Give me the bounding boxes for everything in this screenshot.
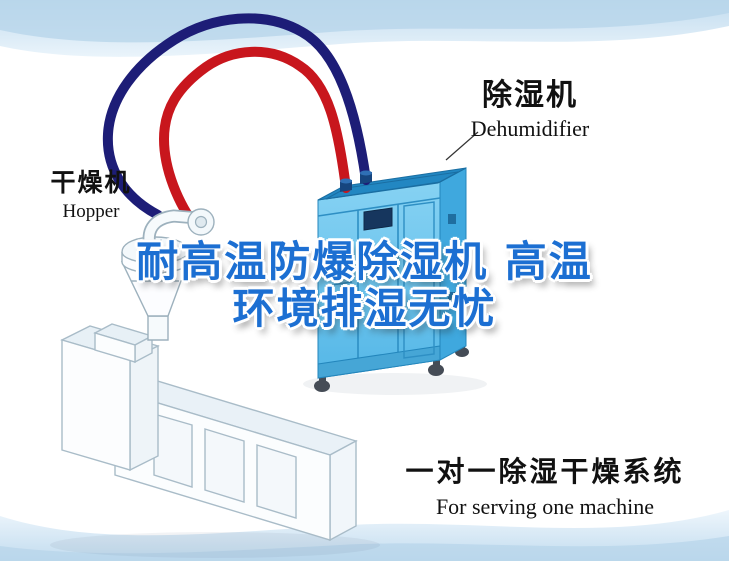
machine-panel xyxy=(153,413,193,488)
extruder-machine xyxy=(60,323,358,542)
control-display xyxy=(363,207,393,231)
blower-hub xyxy=(194,215,208,229)
machine-head-side xyxy=(129,344,159,472)
pipe-red xyxy=(158,46,351,233)
machine-panel xyxy=(204,428,245,503)
caster-wheel xyxy=(428,364,444,376)
front-door-outline xyxy=(403,201,435,359)
headline-line2: 环境排湿无忧 xyxy=(232,284,497,334)
headline-line1: 耐高温防爆除湿机 高温 xyxy=(136,237,593,286)
dehumidifier-top-inset xyxy=(325,171,459,200)
machine-body-end xyxy=(329,439,357,542)
dehumidifier-base-band xyxy=(317,345,441,379)
pipe-navy xyxy=(102,13,371,220)
machine-head-front xyxy=(61,339,131,471)
dehumidifier-label-en: Dehumidifier xyxy=(470,116,590,141)
caster-stem xyxy=(319,374,326,384)
vent-louvers xyxy=(324,241,353,297)
hopper-label-cn: 干燥机 xyxy=(50,168,132,197)
label-pointer-line xyxy=(445,131,479,161)
door-hinge xyxy=(448,214,456,224)
machine-head-cap-front xyxy=(94,332,136,363)
caster-wheel xyxy=(314,380,330,392)
dehumidifier-label: 除湿机 Dehumidifier xyxy=(440,70,620,142)
dehumidifier-label-cn: 除湿机 xyxy=(482,78,578,113)
hopper-label: 干燥机 Hopper xyxy=(26,163,156,223)
hopper-elbow-assembly xyxy=(142,208,215,253)
hose-port-top xyxy=(340,178,352,184)
hose-ports xyxy=(340,170,372,192)
hopper-label-en: Hopper xyxy=(62,201,120,222)
bottom-wave-accent xyxy=(0,536,729,561)
dome-clamp xyxy=(142,239,162,249)
hose-port-top xyxy=(360,170,372,176)
dehumidifier-unit xyxy=(314,167,469,392)
machine-panel xyxy=(256,444,297,519)
slogan-cn: 一对一除湿干燥系统 xyxy=(405,455,685,488)
machine-shadow xyxy=(50,532,380,558)
hopper-dryer xyxy=(120,236,190,341)
slogan: 一对一除湿干燥系统 For serving one machine xyxy=(390,450,700,520)
door-hinge xyxy=(448,292,456,302)
dehumidifier-shadow xyxy=(303,373,487,395)
slogan-en: For serving one machine xyxy=(435,494,655,519)
caster-stem xyxy=(433,358,440,368)
dehumidifier-panel-lines xyxy=(317,197,441,372)
headline: 耐高温防爆除湿机 高温 环境排湿无忧 xyxy=(0,238,729,332)
